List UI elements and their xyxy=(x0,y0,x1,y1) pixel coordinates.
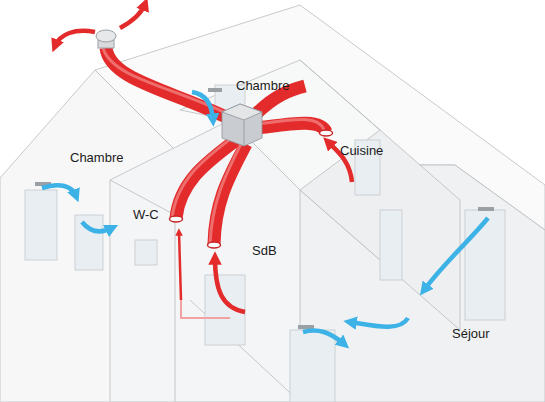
roof-cap xyxy=(96,30,116,48)
windows xyxy=(25,85,505,402)
inlet-grilles xyxy=(35,88,494,329)
supply-arrows xyxy=(42,92,488,344)
room-label: W-C xyxy=(133,207,159,222)
room-label: Séjour xyxy=(452,326,490,341)
room-label: Cuisine xyxy=(340,143,383,158)
room-label: Chambre xyxy=(236,78,289,93)
airflow-line xyxy=(181,300,230,318)
duct-highlights xyxy=(103,48,324,244)
extract-arrows xyxy=(55,4,352,312)
duct-openings xyxy=(170,130,333,248)
ventilation-unit xyxy=(222,104,262,146)
walls xyxy=(0,5,545,402)
room-label: SdB xyxy=(252,243,277,258)
room-label: Chambre xyxy=(70,150,123,165)
